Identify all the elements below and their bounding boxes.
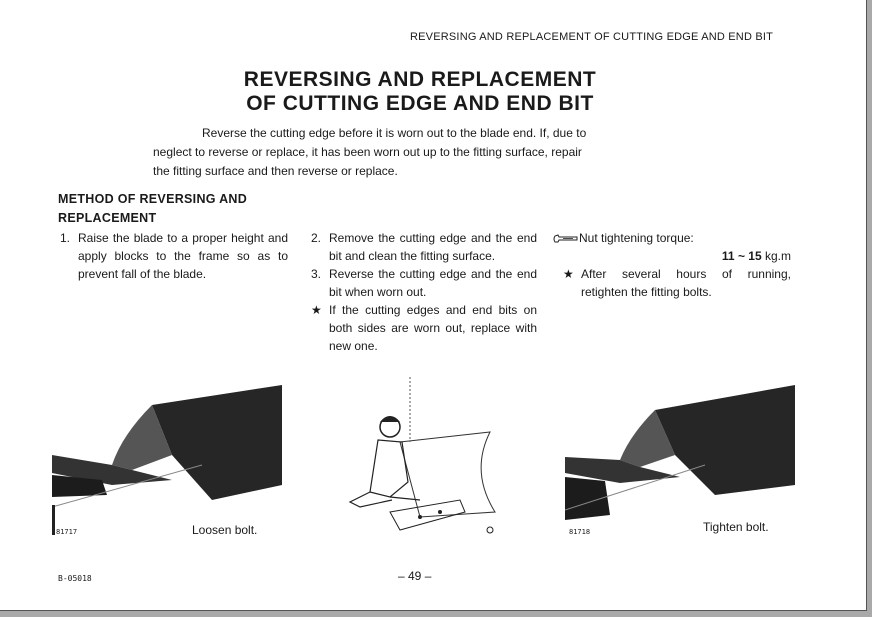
step-2: 2. Remove the cutting edge and the end b… xyxy=(311,229,537,265)
running-header: REVERSING AND REPLACEMENT OF CUTTING EDG… xyxy=(410,31,774,43)
step-3: 3. Reverse the cutting edge and the end … xyxy=(311,265,537,301)
section-heading: METHOD OF REVERSING AND REPLACEMENT xyxy=(58,190,247,228)
step-number: 1. xyxy=(60,231,71,245)
page-number: – 49 – xyxy=(398,569,432,583)
note: ★ If the cutting edges and end bits on b… xyxy=(311,301,537,355)
note-text: After several hours of running, retighte… xyxy=(581,267,791,299)
torque-label-row: Nut tightening torque: xyxy=(553,229,791,247)
figure-tighten-bolt: 81718 Tighten bolt. xyxy=(564,385,795,545)
column-2: 2. Remove the cutting edge and the end b… xyxy=(311,229,537,355)
worker-blade-illustration xyxy=(348,377,496,534)
figure-worker-blade xyxy=(330,372,510,542)
intro-line: neglect to reverse or replace, it has be… xyxy=(153,145,582,159)
step-number: 3. xyxy=(311,267,322,281)
step-text: Reverse the cutting edge and the end bit… xyxy=(329,267,537,299)
star-icon: ★ xyxy=(563,267,574,281)
torque-value-row: 11 ~ 15 kg.m xyxy=(553,247,791,265)
section-heading-line: REPLACEMENT xyxy=(58,211,157,225)
figure-code: 81718 xyxy=(569,528,591,536)
page-title: REVERSING AND REPLACEMENT OF CUTTING EDG… xyxy=(180,68,660,116)
figure-caption: Tighten bolt. xyxy=(703,520,769,534)
section-heading-line: METHOD OF REVERSING AND xyxy=(58,192,248,206)
step-1: 1. Raise the blade to a proper height an… xyxy=(60,229,288,283)
wrench-icon xyxy=(553,234,578,243)
step-text: Remove the cutting edge and the end bit … xyxy=(329,231,537,263)
column-3: Nut tightening torque: 11 ~ 15 kg.m ★ Af… xyxy=(553,229,791,301)
figure-caption: Loosen bolt. xyxy=(192,523,258,537)
torque-label: Nut tightening torque: xyxy=(579,231,694,245)
intro-paragraph: Reverse the cutting edge before it is wo… xyxy=(153,124,680,181)
torque-value: 11 ~ 15 xyxy=(721,249,762,263)
star-icon: ★ xyxy=(311,303,322,317)
blade-tighten-illustration xyxy=(564,385,795,520)
blade-loosen-illustration xyxy=(51,385,282,535)
note-text: If the cutting edges and end bits on bot… xyxy=(329,303,537,353)
torque-unit: kg.m xyxy=(764,249,791,263)
figure-loosen-bolt: 81717 Loosen bolt. xyxy=(51,385,282,545)
step-text: Raise the blade to a proper height and a… xyxy=(78,231,288,281)
figure-code: 81717 xyxy=(56,528,78,536)
column-1: 1. Raise the blade to a proper height an… xyxy=(60,229,288,283)
step-number: 2. xyxy=(311,231,322,245)
note: ★ After several hours of running, retigh… xyxy=(553,265,791,301)
title-line-2: OF CUTTING EDGE AND END BIT xyxy=(246,92,594,115)
intro-line: the fitting surface and then reverse or … xyxy=(153,164,398,178)
title-line-1: REVERSING AND REPLACEMENT xyxy=(243,68,597,91)
intro-line: Reverse the cutting edge before it is wo… xyxy=(202,126,587,140)
document-code: B-05018 xyxy=(58,574,92,583)
